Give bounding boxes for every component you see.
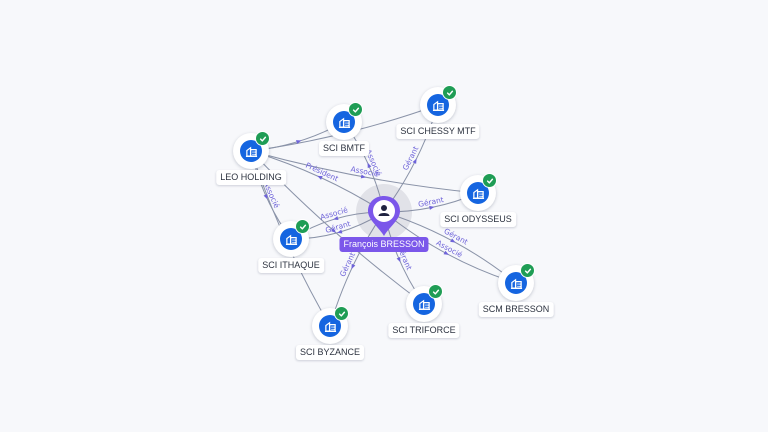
company-building-icon [413,293,435,315]
company-building-icon [240,140,262,162]
verified-check-icon [428,284,443,299]
company-node-sci-bmtf[interactable] [326,102,363,140]
company-building-icon [505,272,527,294]
company-label-sci-ithaque[interactable]: SCI ITHAQUE [258,258,324,273]
verified-check-icon [255,131,270,146]
company-building-icon [467,182,489,204]
company-node-sci-byzance[interactable] [312,306,349,344]
company-node-sci-odysseus[interactable] [460,173,497,211]
verified-check-icon [442,85,457,100]
verified-check-icon [482,173,497,188]
edge-arrow [333,216,339,221]
edge-arrow [412,158,417,164]
company-label-scm-bresson[interactable]: SCM BRESSON [478,302,554,317]
person-icon [378,205,390,216]
verified-check-icon [295,219,310,234]
edge-arrow [337,229,343,234]
company-building-icon [280,228,302,250]
edge-label: Gérant [338,251,357,278]
company-label-sci-odysseus[interactable]: SCI ODYSSEUS [440,212,516,227]
edge-arrow [360,174,367,179]
company-label-sci-bmtf[interactable]: SCI BMTF [319,141,369,156]
company-node-sci-ithaque[interactable] [273,219,310,257]
edge-arrow [367,162,372,169]
company-label-sci-chessy-mtf[interactable]: SCI CHESSY MTF [396,124,480,139]
company-label-sci-triforce[interactable]: SCI TRIFORCE [388,323,460,338]
edge-arrow [450,238,456,243]
edge-arrow [351,263,356,270]
verified-check-icon [520,263,535,278]
edge-arrow [396,256,401,263]
edge-label: Gérant [401,145,421,172]
company-building-icon [427,94,449,116]
edge-arrow [443,250,449,255]
company-node-leo-holding[interactable] [233,131,270,169]
company-node-scm-bresson[interactable] [498,263,535,301]
edge-arrow [330,228,337,233]
verified-check-icon [348,102,363,117]
company-building-icon [333,111,355,133]
company-building-icon [319,315,341,337]
edge-arrow [429,205,435,210]
company-node-sci-triforce[interactable] [406,284,443,322]
company-label-sci-byzance[interactable]: SCI BYZANCE [295,345,365,360]
edge-arrow [263,193,268,200]
company-node-sci-chessy-mtf[interactable] [420,85,457,123]
edge-arrow [296,140,302,144]
edge-arrow [317,175,323,180]
center-person-node[interactable] [366,194,402,238]
company-label-leo-holding[interactable]: LEO HOLDING [216,170,286,185]
verified-check-icon [334,306,349,321]
center-person-label[interactable]: François BRESSON [339,237,429,252]
